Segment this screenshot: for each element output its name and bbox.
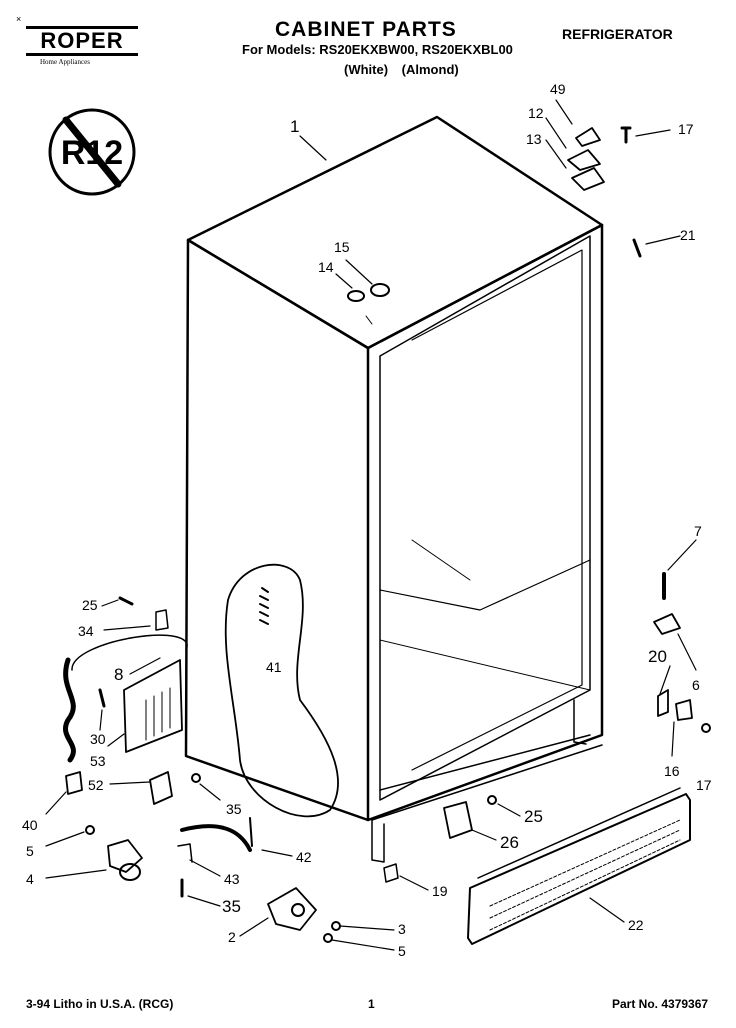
side-cutaway — [224, 563, 339, 818]
callout-1: 1 — [290, 117, 300, 136]
r12-badge-icon: R12 — [48, 108, 136, 196]
cabinet-left-side — [184, 238, 370, 822]
svg-text:R12: R12 — [61, 134, 123, 172]
callout-12: 12 — [528, 105, 544, 121]
callout-19: 19 — [432, 883, 448, 899]
callout-5-bottom: 5 — [398, 943, 406, 959]
callout-7: 7 — [694, 523, 702, 539]
callout-13: 13 — [526, 131, 542, 147]
callout-52: 52 — [88, 777, 104, 793]
color-almond: (Almond) — [401, 62, 459, 77]
callout-30: 30 — [90, 731, 106, 747]
callout-53: 53 — [90, 753, 106, 769]
control-box — [123, 659, 183, 753]
color-variants: (White) (Almond) — [344, 62, 459, 77]
callout-5-left: 5 — [26, 843, 34, 859]
print-info: 3-94 Litho in U.S.A. (RCG) — [26, 997, 174, 1011]
callout-6: 6 — [692, 677, 700, 693]
brand-logo: ROPER — [26, 26, 138, 56]
callout-35-upper: 35 — [226, 801, 242, 817]
callout-34: 34 — [78, 623, 94, 639]
callout-20: 20 — [648, 647, 667, 666]
corner-mark: × — [16, 14, 22, 24]
callout-25-right: 25 — [524, 807, 543, 826]
callout-2: 2 — [228, 929, 236, 945]
callout-42: 42 — [296, 849, 312, 865]
appliance-category: REFRIGERATOR — [562, 26, 673, 42]
callout-25-left: 25 — [82, 597, 98, 613]
brand-tagline: Home Appliances — [40, 58, 90, 66]
callout-15: 15 — [334, 239, 350, 255]
callout-43: 43 — [224, 871, 240, 887]
callout-49: 49 — [550, 81, 566, 97]
callout-3: 3 — [398, 921, 406, 937]
callout-21: 21 — [680, 227, 696, 243]
page-number: 1 — [368, 997, 375, 1011]
callout-35-lower: 35 — [222, 897, 241, 916]
callout-40: 40 — [22, 817, 38, 833]
callout-41: 41 — [266, 659, 282, 675]
page-title: CABINET PARTS — [275, 18, 457, 41]
callout-17-top: 17 — [678, 121, 694, 137]
callout-14: 14 — [318, 259, 334, 275]
callout-16: 16 — [664, 763, 680, 779]
toe-grille — [467, 793, 691, 945]
cabinet-top — [186, 115, 604, 350]
callout-4: 4 — [26, 871, 34, 887]
cabinet-opening — [379, 235, 591, 801]
callout-17-right: 17 — [696, 777, 712, 793]
cabinet-front — [366, 223, 604, 822]
callout-26: 26 — [500, 833, 519, 852]
callout-22: 22 — [628, 917, 644, 933]
model-numbers: For Models: RS20EKXBW00, RS20EKXBL00 — [242, 42, 513, 57]
part-number: Part No. 4379367 — [612, 997, 709, 1011]
callout-8: 8 — [114, 665, 124, 684]
color-white: (White) — [344, 62, 389, 77]
